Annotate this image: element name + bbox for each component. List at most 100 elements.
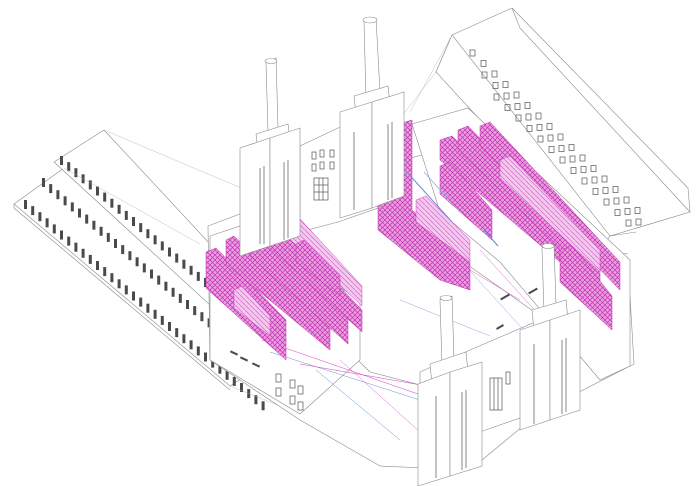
roof-truss (70, 202, 74, 212)
roof-truss (157, 275, 161, 285)
roof-window (537, 135, 544, 143)
chimney-southeast (519, 243, 581, 431)
roof-truss (175, 253, 179, 263)
roof-truss (31, 206, 35, 216)
roof-truss (135, 257, 139, 267)
roof-truss (160, 315, 164, 325)
roof-window (515, 114, 522, 122)
roof-window (469, 49, 476, 57)
roof-truss (182, 334, 186, 344)
roof-window (535, 112, 542, 120)
roof-truss (85, 214, 89, 224)
roof-truss (164, 281, 168, 291)
roof-truss (103, 192, 107, 202)
roof-truss (60, 156, 63, 165)
roof-window (590, 165, 597, 172)
roof-truss (114, 239, 117, 248)
roof-truss (211, 358, 215, 368)
roof-truss (110, 198, 114, 208)
roof-truss (49, 184, 53, 194)
south-block-windows (489, 371, 511, 411)
courtyard-details (229, 287, 538, 368)
roof-truss (178, 293, 182, 303)
roof-truss (189, 265, 193, 275)
roof-window (613, 197, 620, 205)
roof-truss (232, 376, 236, 386)
roof-truss (254, 395, 258, 405)
roof-truss (45, 218, 49, 228)
roof-truss (42, 178, 45, 187)
roof-truss (150, 269, 153, 279)
roof-truss (182, 259, 186, 269)
roof-truss (261, 401, 265, 411)
roof-truss (204, 278, 207, 287)
roof-truss (132, 217, 135, 226)
roof-truss (92, 220, 96, 230)
roof-window (525, 113, 532, 121)
roof-window (623, 196, 630, 204)
roof-truss (200, 312, 204, 322)
roof-window (591, 176, 598, 184)
roof-window (635, 218, 642, 226)
roof-truss (124, 210, 128, 220)
roof-window (601, 175, 608, 183)
north-block-windows (311, 149, 335, 201)
roof-truss (153, 309, 157, 319)
roof-truss (193, 306, 197, 316)
roof-truss (153, 235, 157, 245)
roof-truss (60, 230, 63, 240)
roof-window (612, 186, 619, 193)
roof-truss (175, 328, 179, 338)
roof-window (559, 156, 566, 164)
roof-window (481, 71, 488, 79)
roof-truss (204, 352, 207, 362)
roof-truss (189, 340, 193, 350)
roof-truss (121, 245, 125, 255)
roof-window (524, 102, 531, 109)
roof-window (526, 125, 533, 132)
roof-window (570, 167, 577, 174)
roof-window (536, 124, 543, 131)
roof-truss (146, 303, 150, 313)
roof-truss (117, 279, 121, 289)
roof-truss (168, 247, 171, 257)
roof-truss (88, 180, 92, 190)
roof-window (558, 145, 565, 152)
roof-truss (96, 261, 99, 270)
roof-truss (128, 251, 132, 261)
roof-truss (78, 208, 81, 218)
roof-truss (96, 186, 99, 196)
roof-truss (99, 226, 103, 236)
chimney-southwest (417, 295, 483, 486)
roof-window (502, 81, 509, 88)
roof-truss (74, 168, 78, 178)
roof-window (568, 144, 575, 151)
roof-truss (146, 229, 150, 239)
roof-truss (24, 200, 27, 209)
roof-truss (139, 223, 143, 233)
roof-truss (218, 364, 222, 374)
roof-truss (38, 212, 42, 222)
roof-window (625, 219, 632, 227)
roof-window (504, 104, 511, 111)
roof-window (546, 123, 553, 130)
roof-window (548, 146, 555, 153)
roof-truss (132, 291, 135, 301)
roof-window (493, 93, 500, 101)
roof-truss (196, 346, 200, 356)
roof-window (602, 187, 609, 194)
roof-window (492, 82, 499, 89)
roof-truss (117, 204, 121, 214)
roof-truss (171, 287, 175, 297)
roof-truss (56, 190, 60, 200)
roof-window (480, 60, 487, 67)
roof-window (513, 91, 520, 99)
roof-window (614, 209, 621, 216)
roof-truss (106, 232, 110, 242)
roof-truss (142, 263, 146, 273)
west-wall-windows (275, 373, 304, 411)
roof-window (503, 92, 510, 100)
chimney-northeast (339, 16, 405, 219)
